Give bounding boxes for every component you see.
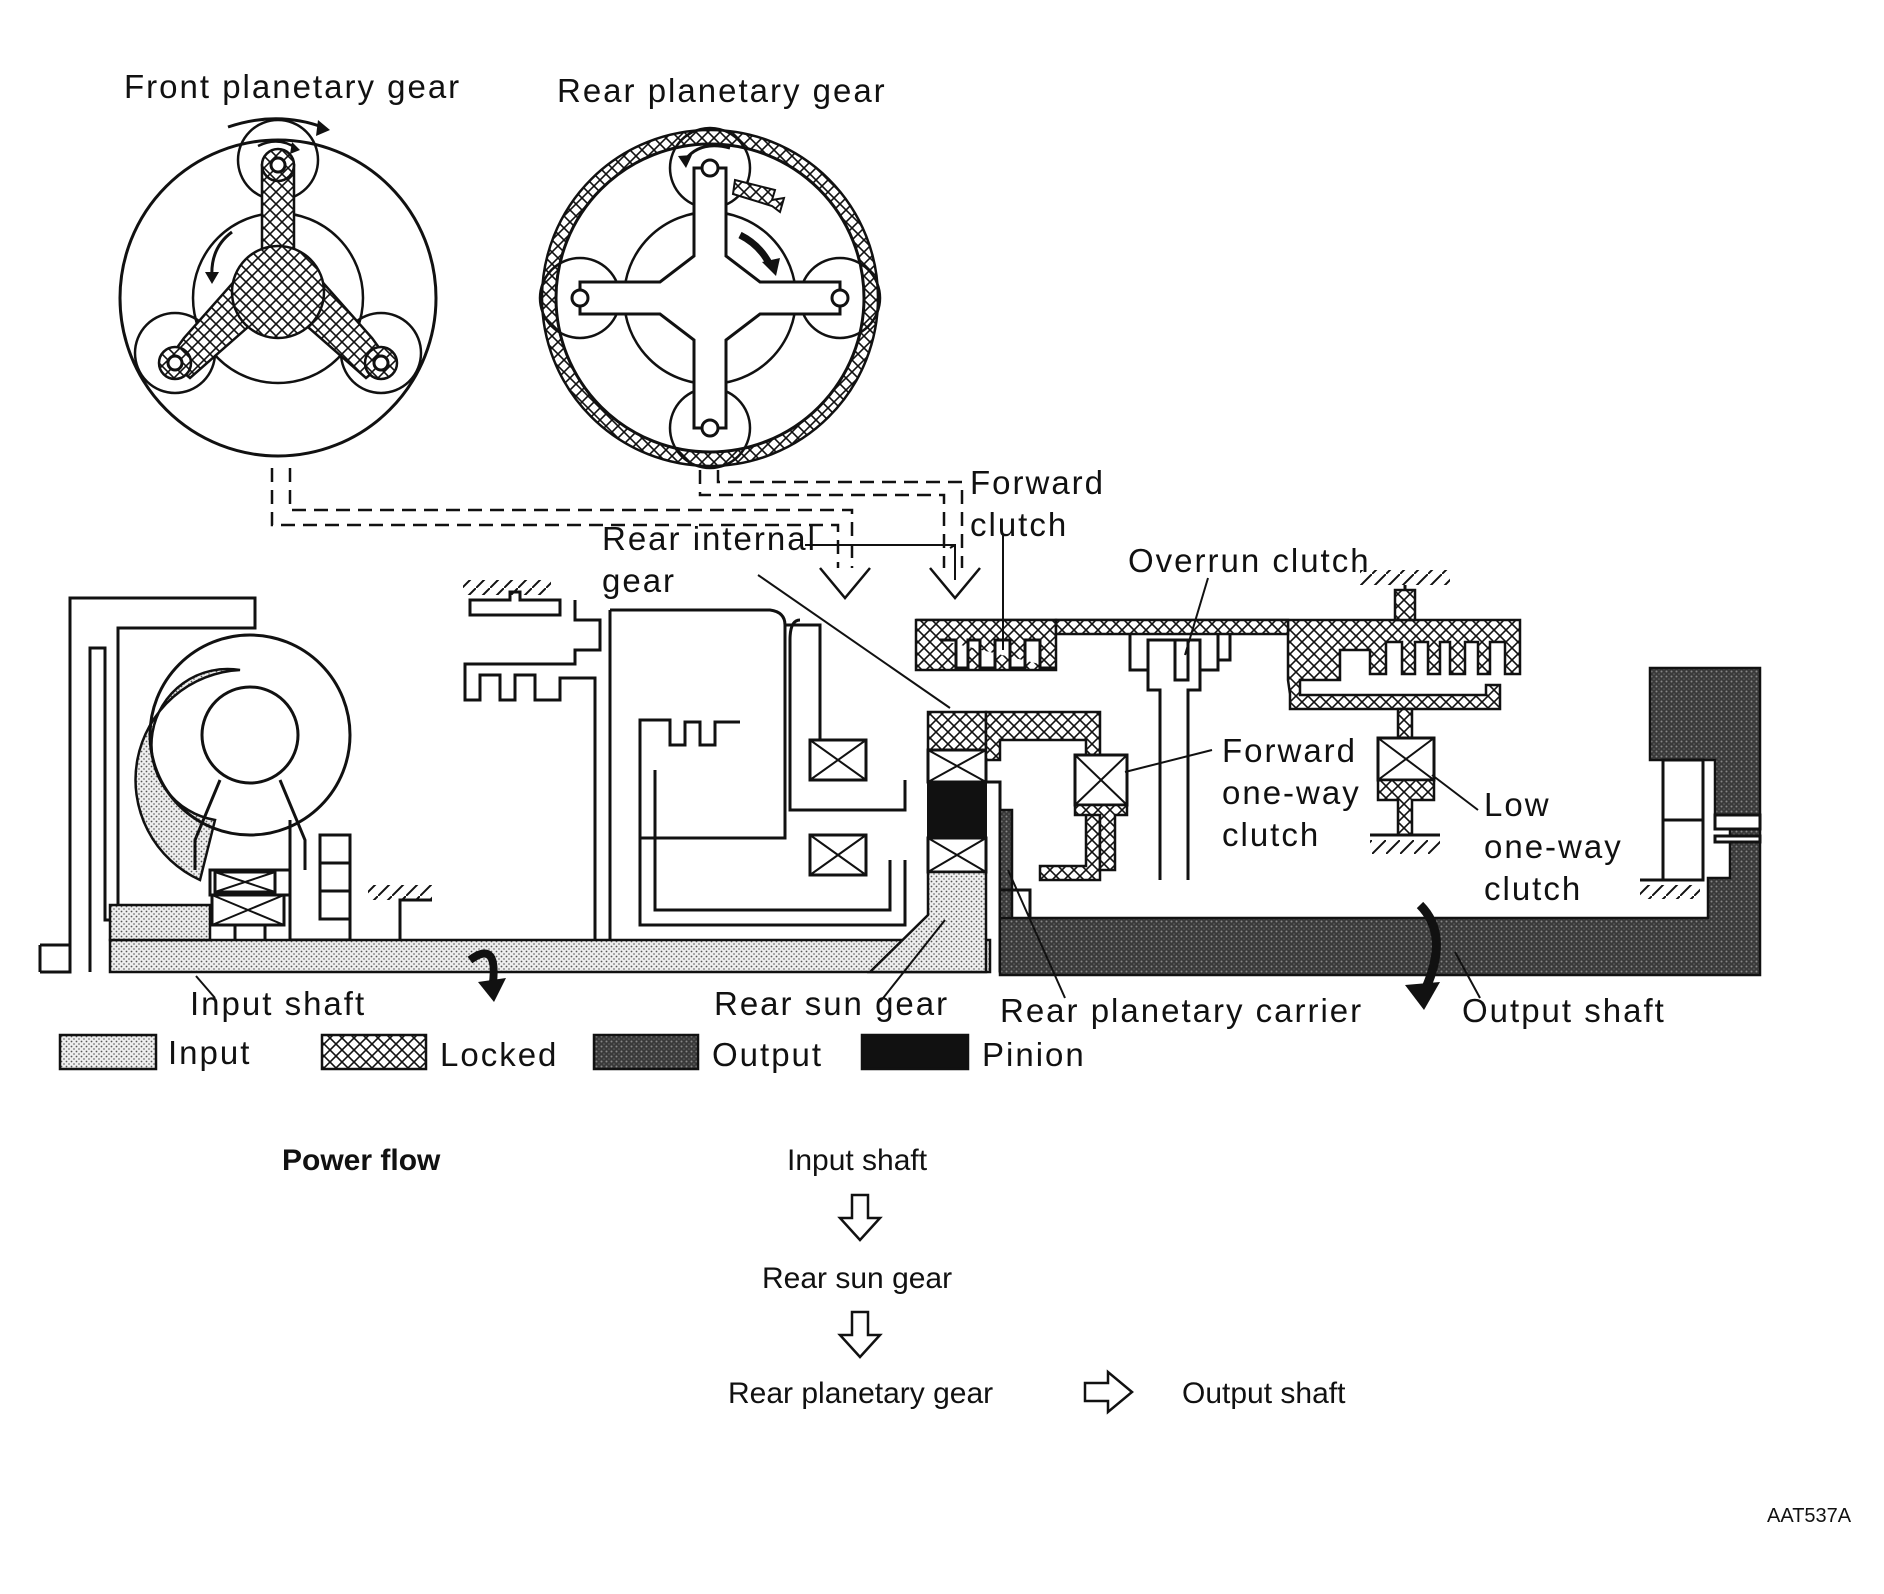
down-arrow-icon — [837, 1310, 883, 1359]
power-flow-step-rear-planetary-gear: Rear planetary gear — [728, 1377, 993, 1410]
forward-clutch-label-line1: Forward — [970, 464, 1105, 501]
legend-pinion-label: Pinion — [982, 1036, 1086, 1073]
low-one-way-clutch-label-line1: Low — [1484, 786, 1551, 823]
leader-lines — [195, 535, 1481, 1003]
dashed-connectors — [270, 468, 981, 600]
legend: Input Locked Output Pinion — [58, 1033, 1086, 1073]
legend-input-swatch — [58, 1033, 158, 1071]
low-one-way-clutch-label-line3: clutch — [1484, 870, 1582, 907]
front-planetary-gear-label: Front planetary gear — [124, 68, 461, 105]
right-arrow-icon — [1083, 1369, 1134, 1415]
power-flow-step-output-shaft: Output shaft — [1182, 1377, 1346, 1410]
legend-input-label: Input — [168, 1034, 251, 1071]
forward-one-way-clutch-label-line1: Forward — [1222, 732, 1357, 769]
power-flow-title: Power flow — [282, 1144, 441, 1177]
power-flow-step-input-shaft: Input shaft — [787, 1144, 928, 1177]
rear-planetary-carrier-label: Rear planetary carrier — [1000, 992, 1363, 1029]
low-one-way-clutch-label-line2: one-way — [1484, 828, 1623, 865]
front-planetary-gear-drawing — [118, 117, 438, 458]
forward-one-way-clutch-label-line2: one-way — [1222, 774, 1361, 811]
forward-one-way-clutch-label-line3: clutch — [1222, 816, 1320, 853]
output-shaft-label: Output shaft — [1462, 992, 1666, 1029]
forward-clutch-label-line2: clutch — [970, 506, 1068, 543]
input-shaft-label: Input shaft — [190, 985, 366, 1022]
legend-output-label: Output — [712, 1036, 823, 1073]
power-flow: Power flow Input shaft Rear sun gear Rea… — [282, 1144, 1346, 1415]
legend-output-swatch — [592, 1033, 700, 1071]
rear-internal-gear-label-line1: Rear internal — [602, 520, 817, 557]
rotation-arrows — [467, 901, 1441, 1010]
transmission-cross-section — [38, 570, 1762, 977]
rear-sun-gear-label: Rear sun gear — [714, 985, 949, 1022]
figure-code: AAT537A — [1767, 1505, 1852, 1527]
rear-planetary-gear-drawing — [538, 126, 882, 470]
power-flow-step-rear-sun-gear: Rear sun gear — [762, 1262, 952, 1295]
rear-internal-gear-label-line2: gear — [602, 562, 676, 599]
down-arrow-icon — [837, 1193, 883, 1242]
legend-locked-label: Locked — [440, 1036, 558, 1073]
legend-locked-swatch — [320, 1033, 428, 1071]
rear-planetary-gear-label: Rear planetary gear — [557, 72, 887, 109]
overrun-clutch-label: Overrun clutch — [1128, 542, 1371, 579]
legend-pinion-swatch — [860, 1033, 970, 1071]
